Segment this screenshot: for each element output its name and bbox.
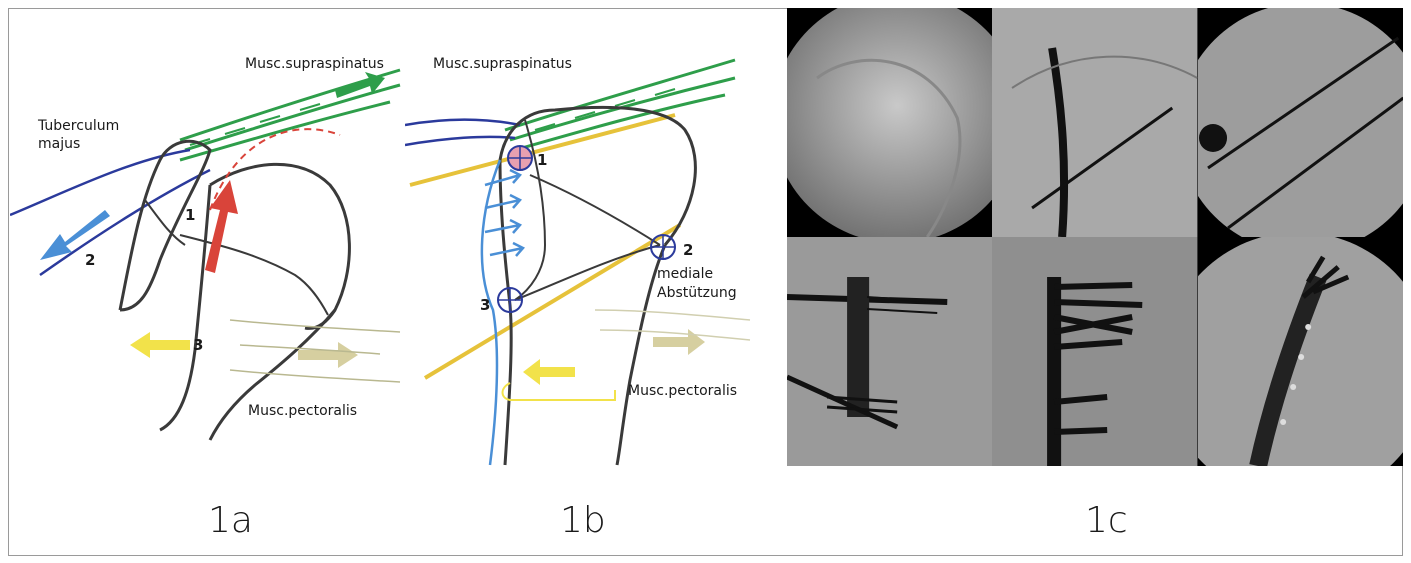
diagram-panel-1a: Musc.supraspinatus Tuberculum majus Musc… (10, 10, 410, 470)
xray-image-4 (787, 237, 992, 466)
khaki-arrow (298, 342, 358, 368)
number-1-a: 1 (185, 206, 195, 224)
label-majus-a: majus (38, 136, 80, 152)
xray-grid-1c (787, 8, 1403, 466)
yellow-bracket (503, 383, 616, 400)
supraspinatus-muscle-b (505, 60, 735, 150)
supraspinatus-arrow (335, 72, 385, 98)
caption-1c: 1c (1085, 500, 1128, 541)
yellow-arrow-b (523, 359, 575, 385)
yellow-arrow-3 (130, 332, 190, 358)
xray-image-3 (1198, 8, 1403, 237)
marker-2-b (651, 235, 675, 259)
label-pectoralis-b: Musc.pectoralis (628, 383, 737, 399)
pectoralis-fibers-b (595, 310, 750, 340)
number-2-b: 2 (683, 241, 693, 259)
label-pectoralis-a: Musc.pectoralis (248, 403, 357, 419)
marker-1-b (508, 146, 532, 170)
diagram-1b-svg: Musc.supraspinatus mediale Abstützung Mu… (405, 10, 785, 470)
cuff-lines-b (405, 120, 520, 145)
number-2-a: 2 (85, 251, 95, 269)
caption-1a: 1a (208, 500, 253, 541)
label-mediale-b: mediale (657, 266, 713, 282)
number-3-b: 3 (480, 296, 490, 314)
humerus-outline (120, 141, 349, 440)
xray-image-1 (787, 8, 992, 237)
xray-image-5 (992, 237, 1197, 466)
xray-image-6 (1198, 237, 1403, 466)
diagram-1a-svg: Musc.supraspinatus Tuberculum majus Musc… (10, 10, 410, 470)
number-1-b: 1 (537, 151, 547, 169)
number-3-a: 3 (193, 336, 203, 354)
xray-image-2 (992, 8, 1197, 237)
label-supraspinatus-b: Musc.supraspinatus (433, 56, 572, 72)
diagram-panel-1b: Musc.supraspinatus mediale Abstützung Mu… (405, 10, 785, 470)
caption-1b: 1b (560, 500, 606, 541)
label-tuberculum-a: Tuberculum (37, 118, 119, 134)
label-supraspinatus-a: Musc.supraspinatus (245, 56, 384, 72)
marker-3-b (498, 288, 522, 312)
label-abstutzung-b: Abstützung (657, 285, 737, 301)
